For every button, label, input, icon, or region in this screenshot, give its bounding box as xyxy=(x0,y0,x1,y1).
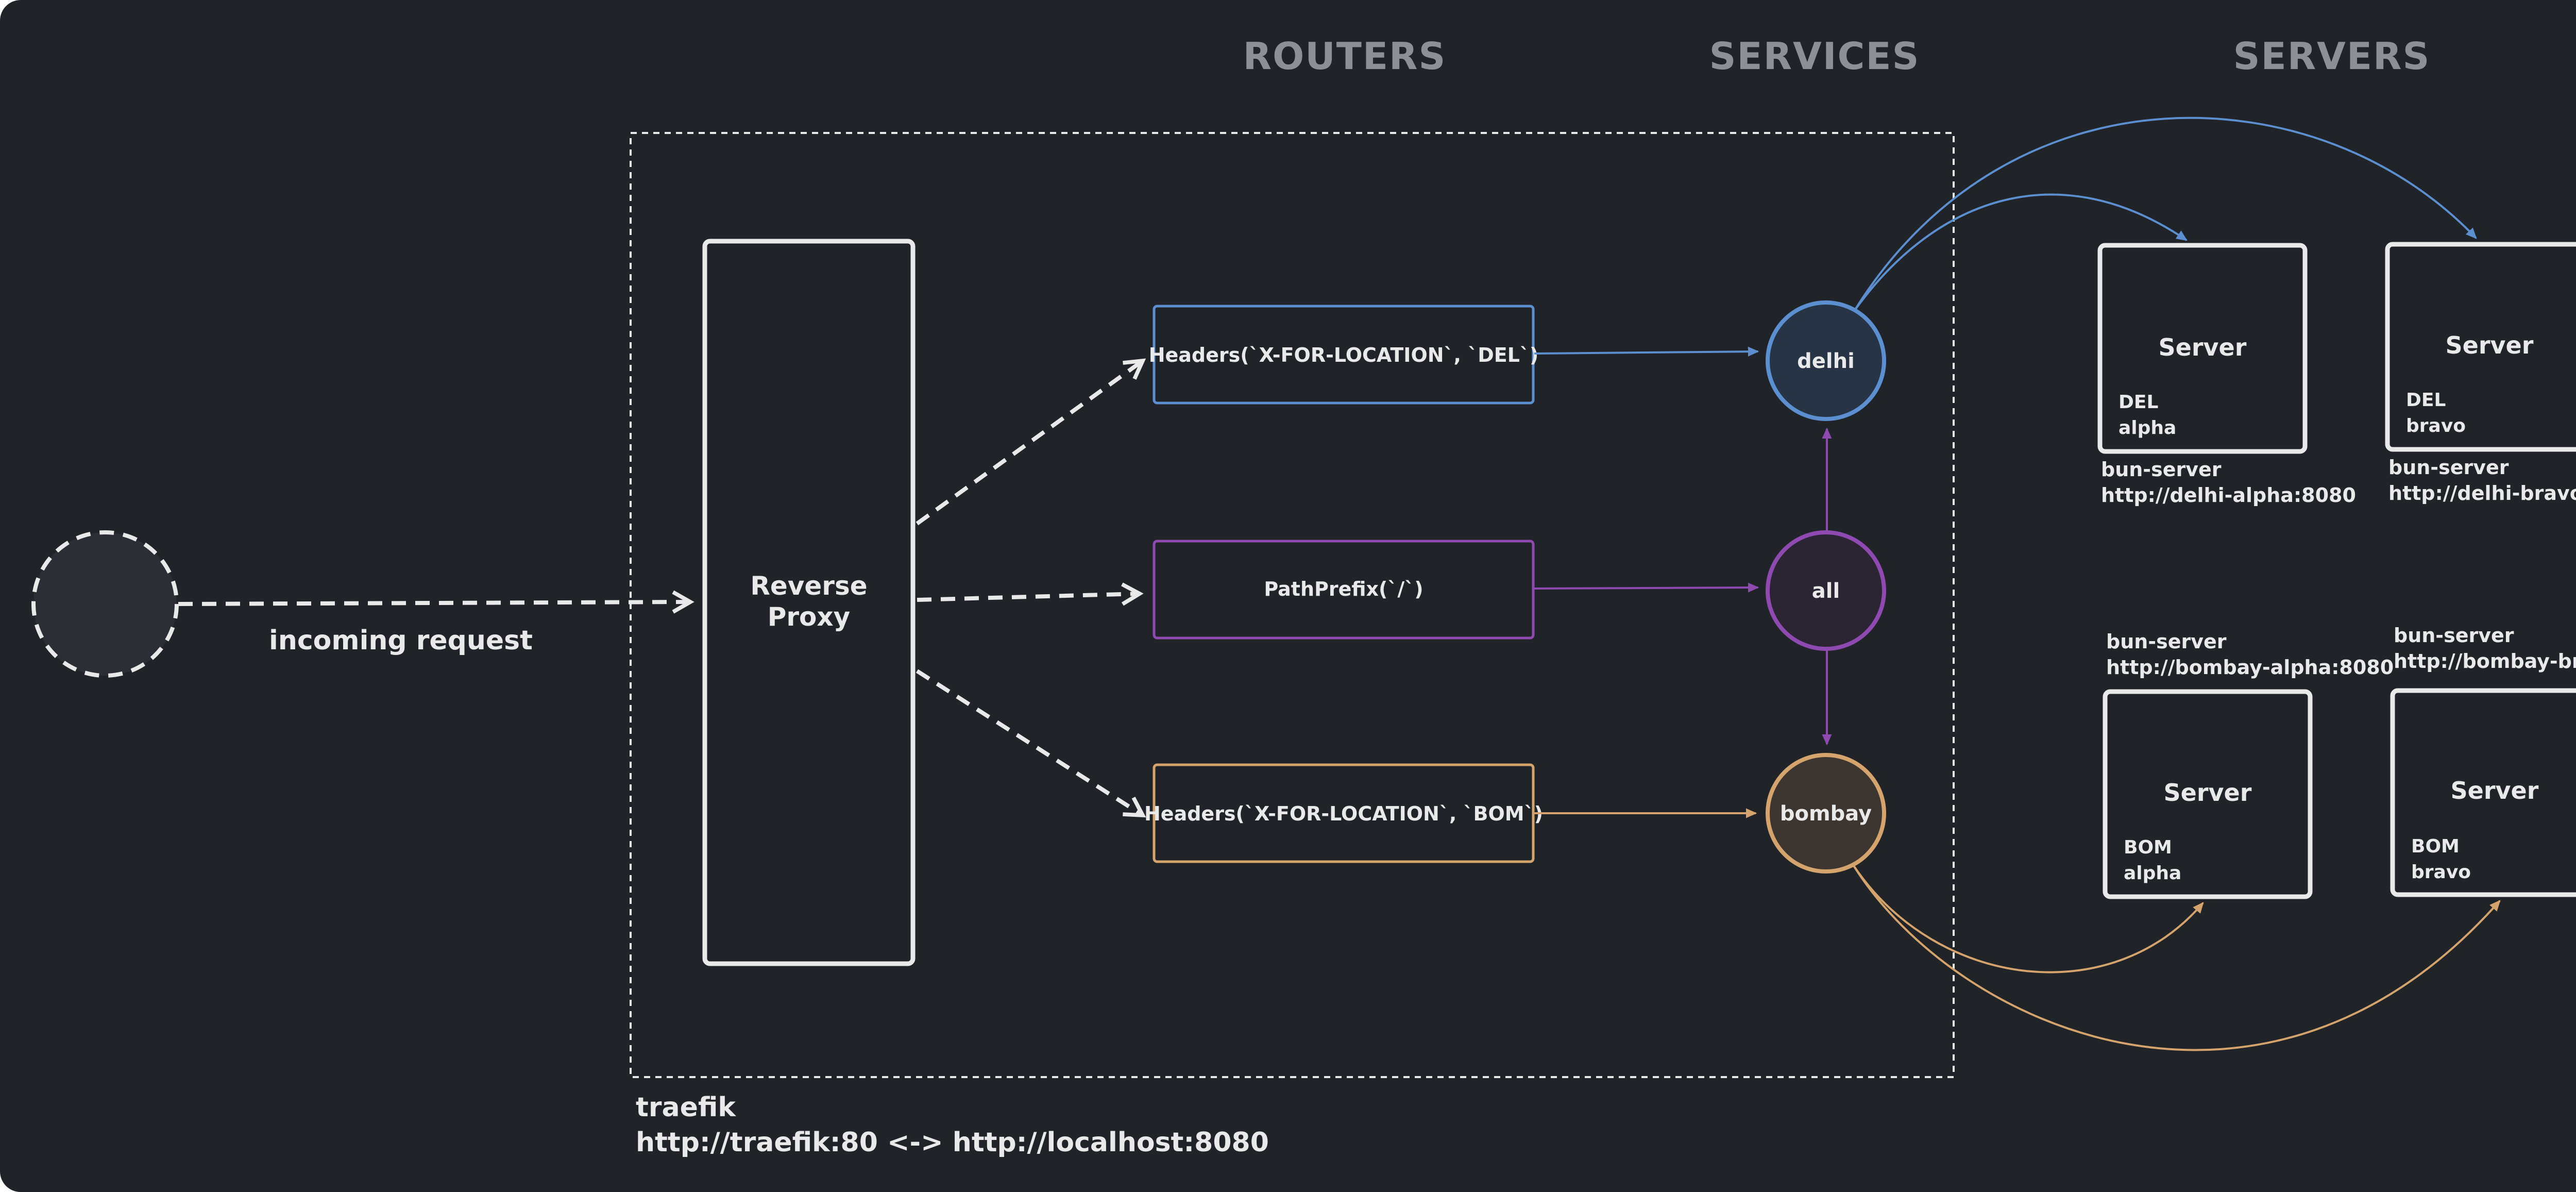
server-del-alpha-box xyxy=(2097,243,2308,454)
server-del-bravo-app: bun-server xyxy=(2388,456,2509,479)
router-bom-rule: Headers(`X-FOR-LOCATION`, `BOM`) xyxy=(1144,802,1543,825)
bombay-to-bombay-alpha-arrow xyxy=(1853,865,2204,973)
server-bom-bravo-url: http://bombay-bravo:8080 xyxy=(2394,650,2576,673)
server-del-bravo-box xyxy=(2385,242,2576,452)
server-del-alpha-url: http://delhi-alpha:8080 xyxy=(2101,484,2356,507)
server-del-bravo-title: Server xyxy=(2446,331,2534,359)
server-bom-bravo-node: bravo xyxy=(2411,862,2471,883)
servers-header: SERVERS xyxy=(2233,35,2431,78)
server-bom-bravo-title: Server xyxy=(2451,777,2539,804)
server-bom-alpha-loc: BOM xyxy=(2124,837,2172,858)
server-bom-alpha-box xyxy=(2103,689,2313,899)
delhi-to-delhi-alpha-arrow xyxy=(1854,193,2188,311)
server-del-bravo-node: bravo xyxy=(2406,415,2466,436)
server-bom-bravo-loc: BOM xyxy=(2411,836,2460,857)
server-del-alpha-title: Server xyxy=(2159,333,2247,361)
reverse-proxy-box xyxy=(702,239,916,966)
server-del-alpha-app: bun-server xyxy=(2101,458,2222,481)
incoming-request-arrow xyxy=(178,590,694,614)
services-header: SERVICES xyxy=(1709,35,1920,78)
router-del-to-delhi-arrow xyxy=(1534,346,1759,357)
proxy-to-router-all-arrow xyxy=(917,582,1144,606)
router-all-box xyxy=(1153,540,1535,640)
bombay-to-bombay-bravo-arrow xyxy=(1853,865,2501,1051)
service-all-label: all xyxy=(1812,579,1840,603)
router-all-rule: PathPrefix(`/`) xyxy=(1264,578,1423,600)
client-circle xyxy=(31,530,179,678)
proxy-to-router-bom-arrow xyxy=(916,669,1146,818)
router-all-to-all-arrow xyxy=(1534,582,1759,593)
server-bom-alpha-app: bun-server xyxy=(2106,630,2227,653)
traefik-boundary xyxy=(630,132,1955,1078)
server-del-bravo-url: http://delhi-bravo:8080 xyxy=(2388,482,2576,505)
incoming-request-label: incoming request xyxy=(269,625,533,656)
server-bom-alpha-title: Server xyxy=(2164,779,2252,807)
server-del-bravo-loc: DEL xyxy=(2406,390,2446,411)
server-bom-alpha-url: http://bombay-alpha:8080 xyxy=(2106,656,2394,679)
service-delhi-circle xyxy=(1766,300,1886,421)
traefik-mapping: http://traefik:80 <-> http://localhost:8… xyxy=(636,1127,1269,1158)
routers-header: ROUTERS xyxy=(1243,35,1447,78)
reverse-proxy-label-line2: Proxy xyxy=(768,602,851,632)
service-bombay-label: bombay xyxy=(1780,802,1872,826)
server-bom-alpha-node: alpha xyxy=(2124,863,2181,884)
server-del-alpha-node: alpha xyxy=(2119,417,2176,439)
router-bom-box xyxy=(1153,763,1535,863)
server-bom-bravo-box xyxy=(2390,688,2576,897)
reverse-proxy-label-line1: Reverse xyxy=(750,571,867,601)
server-bom-bravo-app: bun-server xyxy=(2394,624,2514,647)
service-bombay-circle xyxy=(1766,753,1886,874)
service-delhi-label: delhi xyxy=(1797,349,1855,373)
router-del-rule: Headers(`X-FOR-LOCATION`, `DEL`) xyxy=(1149,344,1539,366)
delhi-to-delhi-bravo-arrow xyxy=(1854,116,2477,311)
server-del-alpha-loc: DEL xyxy=(2119,392,2158,413)
service-all-circle xyxy=(1766,530,1886,651)
router-del-box xyxy=(1153,305,1535,405)
traefik-label: traefik xyxy=(636,1092,736,1123)
